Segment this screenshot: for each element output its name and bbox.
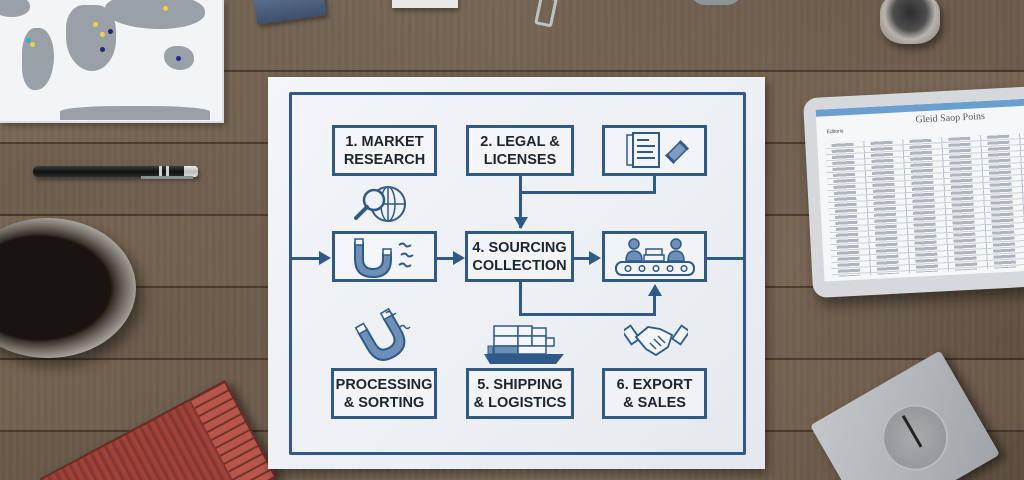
- coffee-mug: [0, 218, 136, 358]
- spreadsheet-grid: [825, 131, 1024, 278]
- arrow-right: [319, 251, 331, 265]
- connector: [519, 176, 522, 228]
- node-label: PROCESSING & SORTING: [335, 376, 433, 411]
- scrap-icon: [397, 242, 412, 247]
- arrow-right: [589, 251, 601, 265]
- connector: [437, 257, 453, 260]
- tablet: Gleid Saop Poins Editoris: [802, 85, 1024, 299]
- flowchart-paper: 1. MARKET RESEARCH 2. LEGAL & LICENSES: [268, 77, 765, 469]
- document-icon: [626, 132, 690, 168]
- node-magnet-step: [332, 231, 437, 282]
- magnet-icon: [353, 237, 414, 278]
- node-documents: [602, 125, 707, 176]
- node-label: 6. EXPORT & SALES: [616, 376, 693, 411]
- connector: [574, 257, 590, 260]
- connector: [292, 257, 320, 260]
- magnet-icon: [354, 307, 411, 361]
- tablet-screen: Gleid Saop Poins Editoris: [815, 97, 1024, 282]
- outer-loop-frame: [289, 92, 746, 455]
- node-export-sales: 6. EXPORT & SALES: [602, 368, 707, 419]
- node-market-research: 1. MARKET RESEARCH: [332, 125, 437, 176]
- notepad: [392, 0, 458, 8]
- globe-search-icon: [354, 186, 406, 222]
- shipping-container-model: [39, 380, 277, 480]
- connector: [519, 191, 655, 194]
- arrow-down: [514, 217, 528, 229]
- arrow-up: [648, 284, 662, 296]
- node-label: 2. LEGAL & LICENSES: [480, 133, 560, 168]
- gavel-icon: [664, 139, 690, 165]
- arrow-right: [453, 251, 465, 265]
- connector: [653, 295, 656, 316]
- node-label: 4. SOURCING COLLECTION: [472, 239, 567, 274]
- spreadsheet-label: Editoris: [826, 128, 844, 136]
- world-map: [0, 0, 224, 123]
- connector: [707, 257, 745, 260]
- pen: [33, 166, 198, 179]
- workers-conveyor-icon: [614, 237, 695, 276]
- node-shipping-logistics: 5. SHIPPING & LOGISTICS: [466, 368, 574, 419]
- handshake-icon: [624, 324, 688, 357]
- cargo-ship-icon: [484, 325, 564, 364]
- node-legal-licenses: 2. LEGAL & LICENSES: [466, 125, 574, 176]
- pen-holder: [880, 0, 940, 44]
- node-sourcing-collection: 4. SOURCING COLLECTION: [465, 231, 574, 282]
- connector: [519, 282, 522, 316]
- connector: [653, 176, 656, 194]
- connector: [519, 313, 655, 316]
- node-processing-sorting: PROCESSING & SORTING: [331, 368, 437, 419]
- node-label: 5. SHIPPING & LOGISTICS: [473, 376, 567, 411]
- node-conveyor: [602, 231, 707, 282]
- cup: [690, 0, 742, 5]
- metal-device: [810, 350, 1000, 480]
- node-label: 1. MARKET RESEARCH: [343, 133, 426, 168]
